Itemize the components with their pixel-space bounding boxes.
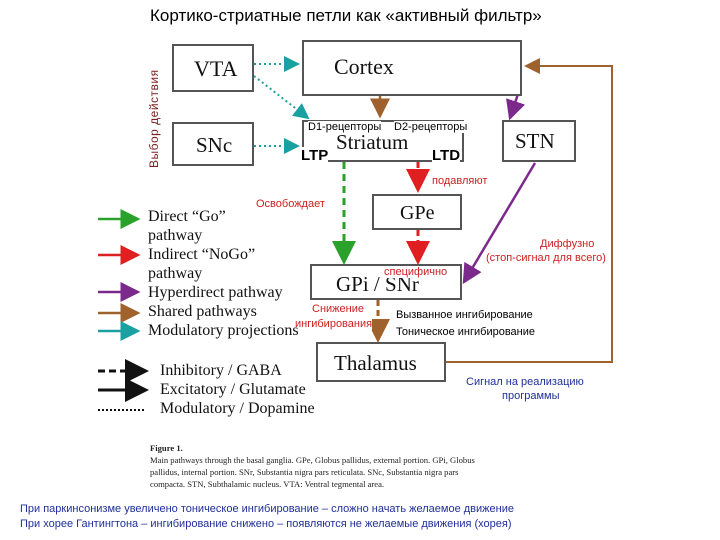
legend-go-line2: pathway [148, 227, 203, 244]
legend-hyper: Hyperdirect pathway [148, 284, 283, 301]
stn-gpi-arrow [462, 162, 537, 285]
figure-caption-line: compacta. STN, Subthalamic nucleus. VTA:… [150, 479, 385, 489]
label-signal-1: Сигнал на реализацию [466, 376, 584, 388]
node-cortex: Cortex [302, 40, 522, 96]
legend-go-line1: Direct “Go” [148, 208, 226, 225]
label-d1: D1-рецепторы [308, 121, 382, 133]
page-title: Кортико-стриатные петли как «активный фи… [150, 6, 542, 25]
figure-heading: Figure 1. [150, 443, 183, 453]
legend-shared: Shared pathways [148, 303, 257, 320]
label-diffuse-2: (стоп-сигнал для всего) [486, 252, 606, 264]
node-gpe: GPe [372, 194, 462, 230]
thalamus-cortex-loop [446, 58, 613, 363]
label-decrease-1: Снижение [312, 303, 364, 315]
bottom-note-parkinson: При паркинсонизме увеличено тоническое и… [20, 503, 514, 515]
label-decrease-2: ингибирования [295, 318, 373, 330]
legend-excitatory: Excitatory / Glutamate [160, 381, 306, 398]
label-release: Освобождает [256, 198, 325, 210]
node-snc: SNc [172, 122, 254, 166]
label-diffuse-1: Диффузно [540, 238, 595, 250]
vta-striatum-arrow [253, 75, 310, 120]
label-d2: D2-рецепторы [394, 121, 468, 133]
legend-inhibitory: Inhibitory / GABA [160, 362, 282, 379]
label-suppress: подавляют [432, 175, 488, 187]
cortex-stn-arrow [506, 93, 526, 121]
label-ltp: LTP [301, 147, 329, 164]
legend-modulatory: Modulatory projections [148, 322, 299, 339]
figure-caption-line: pallidus, internal portion. SNr, Substan… [150, 467, 459, 477]
legend-nogo-line2: pathway [148, 265, 203, 282]
label-ltd: LTD [432, 147, 461, 164]
legend-nogo-line1: Indirect “NoGo” [148, 246, 256, 263]
legend-dopamine: Modulatory / Dopamine [160, 400, 315, 417]
node-thalamus: Thalamus [316, 342, 446, 382]
node-stn: STN [502, 120, 576, 162]
label-signal-2: программы [502, 390, 560, 402]
figure-caption: Figure 1. Main pathways through the basa… [150, 442, 570, 490]
label-tonic: Тоническое ингибирование [396, 326, 536, 338]
node-vta: VTA [172, 44, 254, 92]
figure-caption-line: Main pathways through the basal ganglia.… [150, 455, 475, 465]
bottom-note-huntington: При хорее Гантингтона – ингибирование сн… [20, 518, 512, 530]
label-evoked: Вызванное ингибирование [396, 309, 533, 321]
label-specific: специфично [384, 266, 448, 278]
